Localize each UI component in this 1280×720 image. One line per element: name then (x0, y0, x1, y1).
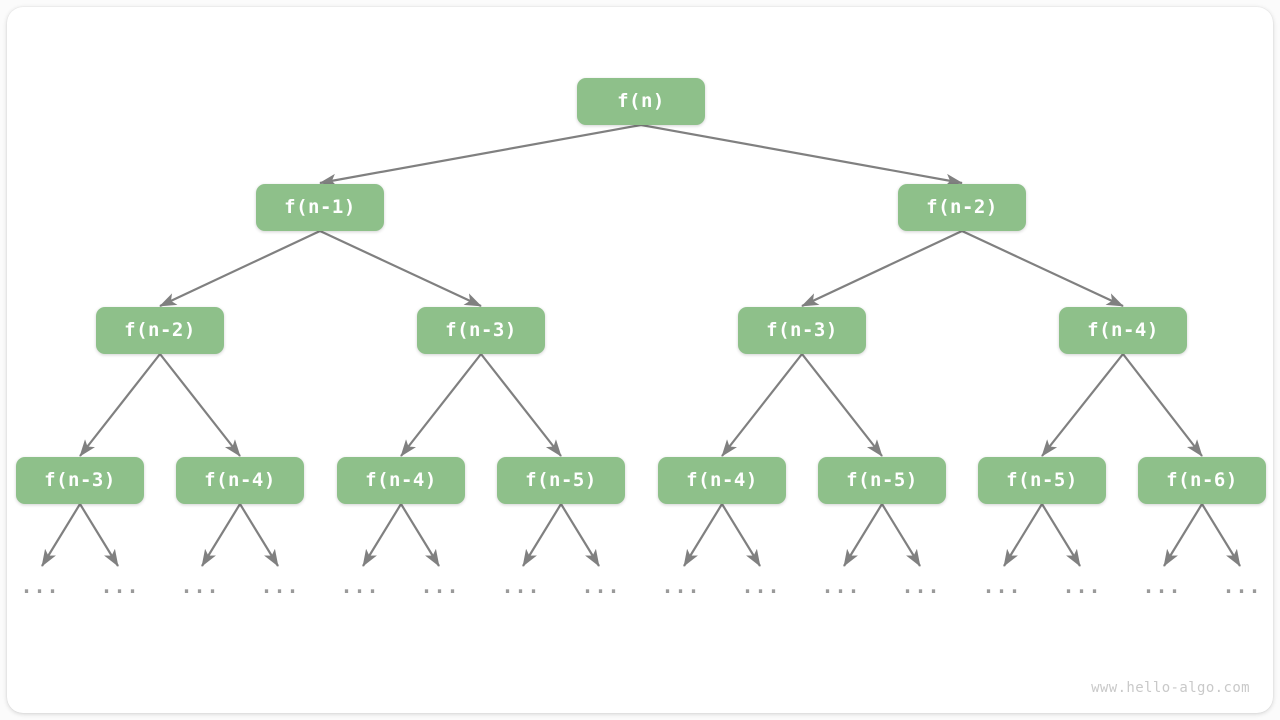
tree-node: f(n-4) (658, 456, 786, 504)
ellipsis-marker: ... (100, 574, 140, 598)
ellipsis-marker: ... (1062, 574, 1102, 598)
tree-node: f(n-4) (1059, 306, 1187, 354)
tree-node: f(n-6) (1138, 456, 1266, 504)
tree-node: f(n-2) (96, 306, 224, 354)
ellipsis-marker: ... (420, 574, 460, 598)
tree-node: f(n-2) (898, 183, 1026, 231)
ellipsis-marker: ... (1142, 574, 1182, 598)
ellipsis-marker: ... (260, 574, 300, 598)
ellipsis-marker: ... (661, 574, 701, 598)
tree-node: f(n-5) (497, 456, 625, 504)
tree-node: f(n-3) (738, 306, 866, 354)
tree-node: f(n-3) (16, 456, 144, 504)
watermark: www.hello-algo.com (1091, 680, 1250, 696)
ellipsis-marker: ... (581, 574, 621, 598)
tree-node: f(n-5) (978, 456, 1106, 504)
tree-node: f(n-1) (256, 183, 384, 231)
ellipsis-marker: ... (501, 574, 541, 598)
ellipsis-marker: ... (982, 574, 1022, 598)
tree-node: f(n-4) (337, 456, 465, 504)
ellipsis-marker: ... (1222, 574, 1262, 598)
tree-node: f(n-3) (417, 306, 545, 354)
ellipsis-marker: ... (20, 574, 60, 598)
ellipsis-marker: ... (741, 574, 781, 598)
ellipsis-marker: ... (340, 574, 380, 598)
tree-node: f(n-4) (176, 456, 304, 504)
tree-node: f(n-5) (818, 456, 946, 504)
tree-node: f(n) (577, 77, 705, 125)
ellipsis-marker: ... (180, 574, 220, 598)
ellipsis-marker: ... (821, 574, 861, 598)
ellipsis-marker: ... (901, 574, 941, 598)
